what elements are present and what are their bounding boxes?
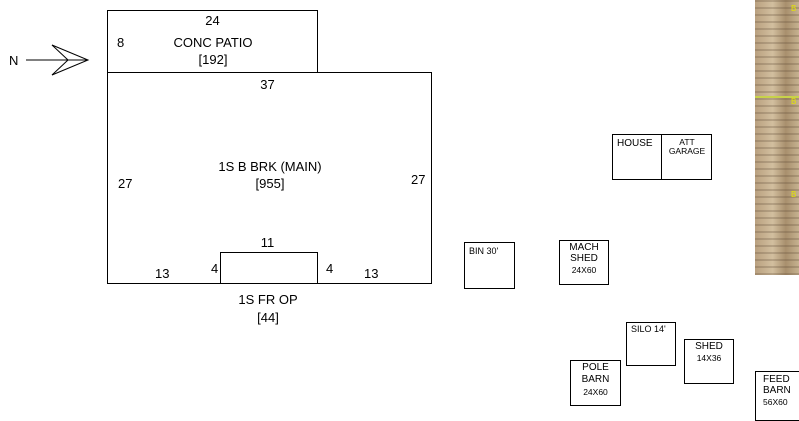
porch-name: 1S FR OP — [238, 292, 298, 307]
feed-barn-outline — [755, 371, 799, 421]
pole-barn-line1: POLE — [582, 362, 609, 373]
feed-barn-line1: FEED — [763, 374, 790, 385]
mach-shed-line3: 24X60 — [571, 265, 597, 275]
pole-barn-outline — [570, 360, 621, 406]
porch-bottom-right-dim: 13 — [364, 266, 379, 281]
patio-area: [192] — [198, 52, 228, 67]
house-garage-divider — [661, 134, 662, 180]
shed-line2: 14X36 — [696, 353, 722, 363]
porch-bottom-left-dim: 13 — [155, 266, 170, 281]
photo-marker-1: B — [791, 4, 797, 13]
north-arrow-icon — [26, 44, 90, 76]
house-garage-outline — [612, 134, 712, 180]
patio-outline — [107, 10, 318, 73]
pole-barn-line3: 24X60 — [583, 387, 608, 397]
mach-shed-outline — [559, 240, 609, 285]
porch-left-dim: 4 — [211, 261, 219, 276]
main-left-dim: 27 — [118, 176, 133, 191]
main-house-outline — [107, 72, 432, 284]
porch-top-dim: 11 — [260, 235, 275, 250]
patio-width: 24 — [205, 13, 220, 28]
photo-boundary-line — [755, 96, 799, 98]
att-garage-line2: GARAGE — [668, 146, 706, 156]
porch-area: [44] — [257, 310, 279, 325]
main-top-dim: 37 — [260, 77, 275, 92]
bin-outline — [464, 242, 515, 289]
porch-outline — [220, 252, 318, 284]
shed-outline — [684, 339, 734, 384]
pole-barn-line2: BARN — [581, 374, 610, 385]
patio-name: CONC PATIO — [173, 35, 253, 50]
north-label: N — [9, 53, 19, 68]
mach-shed-line2: SHED — [570, 253, 598, 264]
main-area: [955] — [255, 176, 285, 191]
shed-line1: SHED — [695, 341, 723, 352]
house-label: HOUSE — [617, 138, 653, 149]
photo-marker-3: B — [791, 190, 797, 199]
patio-depth: 8 — [117, 35, 125, 50]
bin-label: BIN 30' — [469, 246, 499, 256]
photo-marker-2: B — [791, 97, 797, 106]
porch-right-dim: 4 — [326, 261, 334, 276]
mach-shed-line1: MACH — [569, 242, 599, 253]
silo-label: SILO 14' — [631, 324, 666, 334]
feed-barn-line2: BARN — [763, 385, 791, 396]
silo-outline — [626, 322, 676, 366]
att-garage-line1: ATT — [679, 137, 695, 147]
aerial-photo: B B B — [755, 0, 799, 275]
main-name: 1S B BRK (MAIN) — [218, 159, 322, 174]
feed-barn-line3: 56X60 — [763, 397, 788, 407]
main-right-dim: 27 — [411, 172, 426, 187]
